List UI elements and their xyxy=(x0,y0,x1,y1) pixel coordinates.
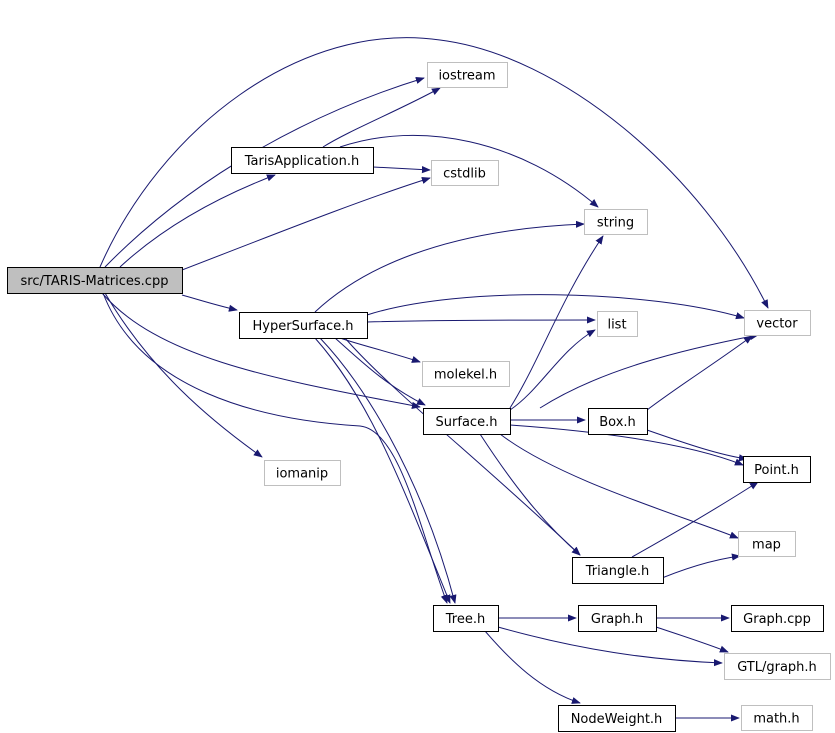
node-box xyxy=(731,605,824,632)
include-edge xyxy=(334,337,426,406)
include-edge xyxy=(319,337,457,604)
include-edge xyxy=(119,174,276,268)
node-box xyxy=(423,408,511,435)
include-edge xyxy=(499,433,739,539)
node-label: list xyxy=(607,318,626,333)
node-iomanip: iomanip xyxy=(264,460,341,486)
node-cstdlib: cstdlib xyxy=(431,160,499,186)
include-edge xyxy=(101,292,421,410)
edges xyxy=(99,37,769,722)
node-box xyxy=(588,408,648,435)
node-box xyxy=(433,605,499,632)
node-box xyxy=(744,310,811,336)
node-box xyxy=(422,361,510,387)
include-edge xyxy=(646,429,748,462)
include-edge xyxy=(339,337,421,363)
node-box xyxy=(584,209,648,235)
include-edge xyxy=(479,433,581,556)
include-edge xyxy=(104,292,263,458)
node-box xyxy=(743,456,811,483)
node-math-h: math.h xyxy=(741,705,813,731)
node-box xyxy=(431,160,499,186)
node-box xyxy=(597,311,638,337)
node-src-taris-matrices-cpp[interactable]: src/TARIS-Matrices.cpp xyxy=(7,267,183,294)
node-label: vector xyxy=(756,317,798,332)
node-box xyxy=(738,531,796,557)
include-edge xyxy=(509,329,596,411)
node-label: iostream xyxy=(438,69,495,84)
node-box xyxy=(264,460,341,486)
node-box xyxy=(231,147,374,174)
node-surface-h[interactable]: Surface.h xyxy=(423,408,511,435)
node-point-h[interactable]: Point.h xyxy=(743,456,811,483)
include-edge xyxy=(322,87,441,148)
node-label: HyperSurface.h xyxy=(253,319,354,334)
node-list: list xyxy=(597,311,638,337)
node-vector: vector xyxy=(744,310,811,336)
node-string: string xyxy=(584,209,648,235)
include-edge xyxy=(372,165,431,174)
node-label: iomanip xyxy=(276,467,328,482)
node-box xyxy=(558,705,676,732)
include-edge xyxy=(539,332,759,409)
include-edge xyxy=(181,294,238,312)
node-label: NodeWeight.h xyxy=(571,712,663,727)
node-triangle-h[interactable]: Triangle.h xyxy=(572,557,664,584)
node-graph-cpp[interactable]: Graph.cpp xyxy=(731,605,824,632)
node-label: Graph.h xyxy=(591,612,643,627)
nodes: src/TARIS-Matrices.cpp iostreamTarisAppli… xyxy=(7,62,831,732)
node-label: TarisApplication.h xyxy=(244,154,360,169)
include-edge xyxy=(509,424,744,466)
node-label: Box.h xyxy=(599,415,636,430)
node-iostream: iostream xyxy=(427,62,508,88)
node-gtl-graph-h: GTL/graph.h xyxy=(724,653,831,680)
node-nodeweight-h[interactable]: NodeWeight.h xyxy=(558,705,676,732)
include-edge xyxy=(509,235,604,409)
include-edge xyxy=(646,335,753,411)
include-edge xyxy=(631,481,759,558)
node-tree-h[interactable]: Tree.h xyxy=(433,605,499,632)
node-box xyxy=(7,267,183,294)
node-map: map xyxy=(738,531,796,557)
node-label: Triangle.h xyxy=(585,564,649,579)
node-box-h[interactable]: Box.h xyxy=(588,408,648,435)
node-label: math.h xyxy=(753,712,799,727)
include-edge xyxy=(314,220,585,313)
node-label: molekel.h xyxy=(434,368,497,383)
node-box xyxy=(724,653,831,680)
node-label: GTL/graph.h xyxy=(737,660,817,675)
node-tarisapplication-h[interactable]: TarisApplication.h xyxy=(231,147,374,174)
node-graph-h[interactable]: Graph.h xyxy=(578,605,657,632)
node-label: string xyxy=(597,216,634,231)
include-edge xyxy=(181,176,431,271)
node-box xyxy=(572,557,664,584)
node-label: Tree.h xyxy=(445,612,485,627)
node-label: src/TARIS-Matrices.cpp xyxy=(21,274,169,289)
include-edge xyxy=(497,626,723,667)
include-edge xyxy=(339,134,599,208)
node-box xyxy=(239,312,368,339)
include-edge xyxy=(99,37,769,309)
node-label: map xyxy=(752,538,781,553)
include-edge xyxy=(102,292,448,604)
node-label: Graph.cpp xyxy=(743,612,811,627)
node-label: Point.h xyxy=(754,463,799,478)
node-hypersurface-h[interactable]: HyperSurface.h xyxy=(239,312,368,339)
node-box xyxy=(427,62,508,88)
node-box xyxy=(578,605,657,632)
node-box xyxy=(741,705,813,731)
node-molekel-h: molekel.h xyxy=(422,361,510,387)
include-edge xyxy=(484,630,581,704)
node-label: cstdlib xyxy=(443,167,486,182)
include-edge xyxy=(366,294,745,320)
include-edge xyxy=(366,316,596,324)
node-label: Surface.h xyxy=(436,415,498,430)
include-edge xyxy=(655,626,729,653)
